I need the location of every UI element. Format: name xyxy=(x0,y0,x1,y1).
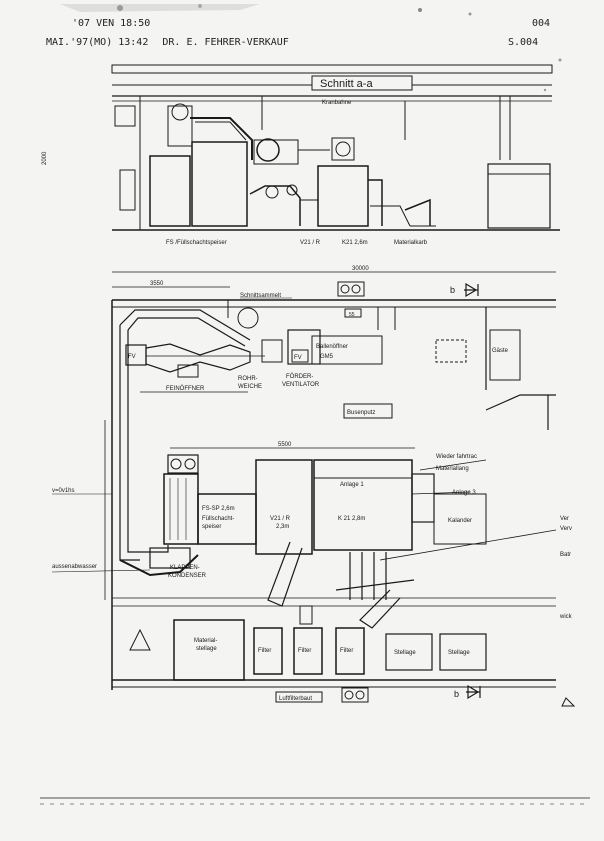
mat-stellage-line1: Material- xyxy=(194,638,217,644)
left-tag-1: v=0v1hs xyxy=(52,488,75,494)
v21-line1: V21 / R xyxy=(270,516,291,522)
foerder-line2: VENTILATOR xyxy=(282,382,320,388)
stellage-2: Stellage xyxy=(448,650,470,656)
materiallang-label: Materiallang xyxy=(436,466,469,472)
plan-view: 30000 3550 Schnittsammelt b 55 FV FEINÖF… xyxy=(51,266,576,707)
k21-label: K 21 2,8m xyxy=(338,516,365,522)
filter-1: Filter xyxy=(258,648,271,654)
gm5-label: GM5 xyxy=(320,354,334,360)
fax-date-2: MAI.'97(MO) 13:42 xyxy=(46,37,149,48)
anlage3-label: Anlage 3 xyxy=(452,490,476,496)
right-edge-3: Batr xyxy=(560,552,571,558)
fax-page-2: S.004 xyxy=(508,37,539,48)
fax-header-line2: MAI.'97(MO) 13:42 DR. E. FEHRER-VERKAUF xyxy=(46,37,289,48)
klappen-line1: KLAPPEN- xyxy=(170,565,200,571)
v21-line2: 2,3m xyxy=(276,524,289,530)
fax-date-1: '07 VEN 18:50 xyxy=(72,18,151,29)
fv-label-1: FV xyxy=(128,354,136,360)
fs-line1: FS-SP 2,6m xyxy=(202,506,235,512)
rohrweiche-line2: WEICHE xyxy=(238,384,262,390)
section-a-a: Schnitt a-a Kranbahne 2000 xyxy=(42,64,560,246)
wider-label: Wieder fahrtrac xyxy=(436,454,477,460)
ballenoffner-label: Ballenöffner xyxy=(316,344,348,350)
foerder-line1: FÖRDER- xyxy=(286,373,313,380)
fv-label-2: FV xyxy=(294,355,302,361)
section-dim-left: 2000 xyxy=(42,151,48,165)
fax-page-1: 004 xyxy=(532,18,551,29)
filter-3: Filter xyxy=(340,648,353,654)
luft-label: Luftfilterbaut xyxy=(279,696,312,702)
fax-sender: DR. E. FEHRER-VERKAUF xyxy=(162,37,289,48)
right-edge-2: Verv xyxy=(560,526,572,532)
box-55: 55 xyxy=(349,312,355,318)
mat-stellage-line2: stellage xyxy=(196,646,217,652)
stellage-1: Stellage xyxy=(394,650,416,656)
section-marker-b: b xyxy=(450,285,455,295)
rohrweiche-line1: ROHR- xyxy=(238,376,258,382)
plan-dim-mid: 5500 xyxy=(278,442,292,448)
schnitt-label: Schnittsammelt xyxy=(240,293,281,299)
bottom-rule xyxy=(40,797,590,805)
left-tag-2: aussenabwasser xyxy=(52,564,97,570)
label-fs: FS /Füllschachtspeiser xyxy=(166,240,227,246)
right-edge-1: Ver xyxy=(560,516,569,522)
label-k21: K21 2,6m xyxy=(342,240,368,246)
kalander-label: Kalander xyxy=(448,518,472,524)
plan-dim-top: 30000 xyxy=(352,266,369,272)
label-mat: Materialkarb xyxy=(394,240,428,246)
anlage1-label: Anlage 1 xyxy=(340,482,364,488)
right-edge-4: wick xyxy=(559,614,573,620)
section-title: Schnitt a-a xyxy=(320,78,373,90)
fs-line3: speiser xyxy=(202,524,221,530)
label-v21: V21 / R xyxy=(300,240,321,246)
gaste-label: Gäste xyxy=(492,348,509,354)
fs-line2: Füllschacht- xyxy=(202,516,234,522)
fax-smudge xyxy=(60,4,562,92)
plan-dim-left: 3550 xyxy=(150,281,164,287)
feinoeffner-label: FEINÖFFNER xyxy=(166,385,205,392)
busenputz-label: Busenputz xyxy=(347,410,375,416)
filter-2: Filter xyxy=(298,648,311,654)
fax-header-line1: '07 VEN 18:50 xyxy=(72,18,150,29)
section-marker-b-2: b xyxy=(454,689,459,699)
beam-label: Kranbahne xyxy=(322,100,352,106)
klappen-line2: KONDENSER xyxy=(168,573,207,579)
